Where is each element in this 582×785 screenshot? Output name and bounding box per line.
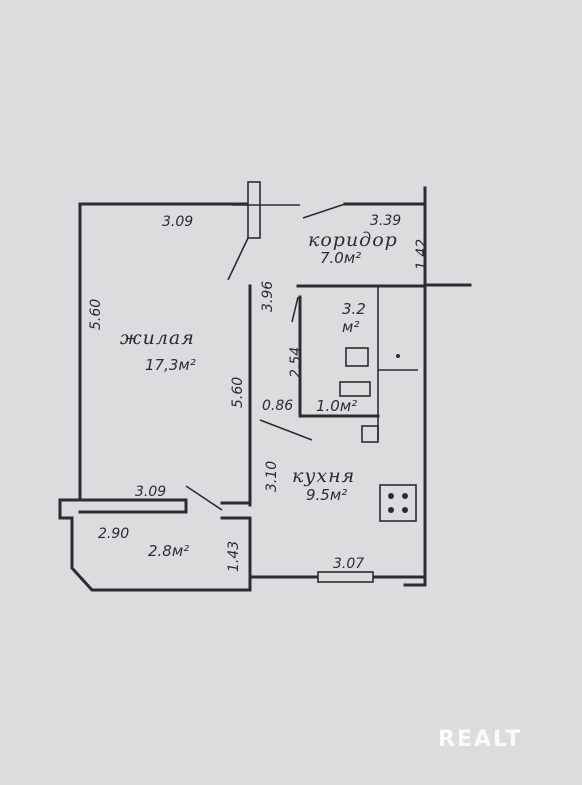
dim-kitchen-bottom: 3.07 xyxy=(333,556,364,572)
drain-icon xyxy=(396,354,400,358)
room-bathroom-area: 3.2 xyxy=(342,300,366,318)
room-living-name: жилая xyxy=(120,327,195,349)
dim-corridor-right: 1.42 xyxy=(414,239,430,270)
dim-loggia-width: 2.90 xyxy=(98,526,129,542)
room-corridor-area: 7.0м² xyxy=(320,249,361,267)
dim-living-left: 5.60 xyxy=(88,299,104,330)
dim-loggia-depth: 1.43 xyxy=(226,541,242,572)
dim-living-bottom: 3.09 xyxy=(135,484,166,500)
dim-kitchen-left: 3.10 xyxy=(264,461,280,492)
room-wc-area: 1.0м² xyxy=(316,397,357,415)
room-kitchen-area: 9.5м² xyxy=(306,486,347,504)
interior-walls xyxy=(78,181,427,592)
dim-bath-side: 2.54 xyxy=(288,347,304,378)
room-corridor-name: коридор xyxy=(308,229,398,251)
room-bathroom-unit: м² xyxy=(342,318,359,336)
dim-corridor-top: 3.39 xyxy=(370,213,401,229)
shower-icon xyxy=(361,425,379,443)
room-living-area: 17,3м² xyxy=(145,356,196,374)
toilet-icon xyxy=(339,381,371,397)
room-kitchen-name: кухня xyxy=(292,465,355,487)
dim-living-right: 5.60 xyxy=(230,377,246,408)
door-swings xyxy=(185,203,346,511)
dim-corridor-left: 3.96 xyxy=(260,281,276,312)
dim-wc-width: 0.86 xyxy=(262,398,293,414)
fixtures xyxy=(339,347,417,522)
sink-icon xyxy=(345,347,369,367)
room-loggia-area: 2.8м² xyxy=(148,542,189,560)
watermark-logo: REALT xyxy=(438,727,523,752)
dim-living-top: 3.09 xyxy=(162,214,193,230)
stove-icon xyxy=(379,484,417,522)
